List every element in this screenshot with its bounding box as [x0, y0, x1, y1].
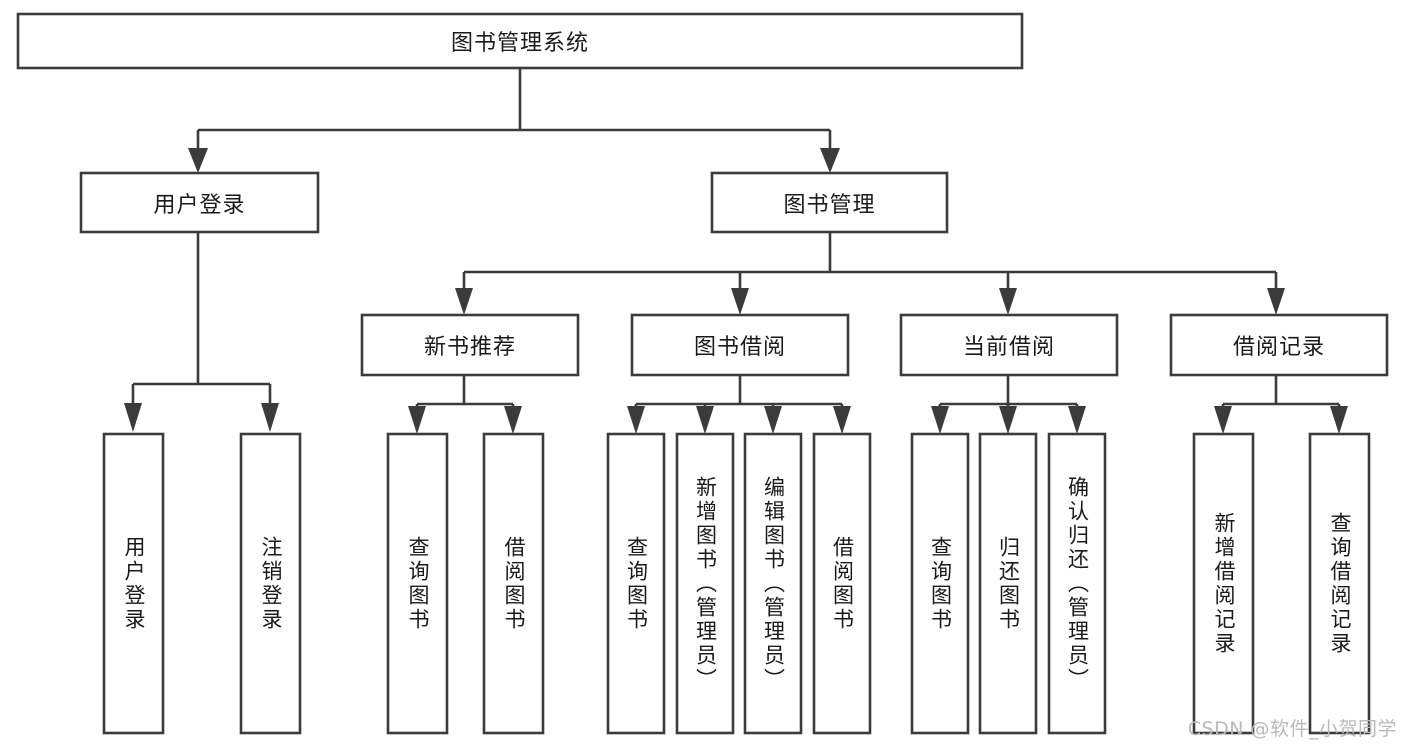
node-leaf-edit-book[interactable] [743, 432, 803, 735]
node-leaf-query-record[interactable] [1308, 432, 1371, 735]
arrowhead-leaf-borrow-book-1 [504, 406, 522, 434]
arrowhead-leaf-add-record [1214, 406, 1232, 434]
arrowhead-leaf-return-book [999, 406, 1017, 434]
arrowhead-leaf-logout [261, 403, 279, 432]
arrowhead-user-login [188, 148, 208, 173]
node-leaf-query-book-1[interactable] [386, 432, 449, 735]
node-leaf-borrow-book-1[interactable] [482, 432, 545, 735]
arrowhead-leaf-edit-book [764, 406, 782, 434]
node-book-borrow[interactable] [630, 313, 850, 377]
node-leaf-add-book[interactable] [675, 432, 735, 735]
node-borrow-record[interactable] [1169, 313, 1389, 377]
arrowhead-book-manage [820, 148, 840, 173]
node-leaf-confirm-return[interactable] [1047, 432, 1107, 735]
node-new-book-recommend[interactable] [360, 313, 580, 377]
arrowhead-leaf-query-book-1 [408, 406, 426, 434]
node-current-borrow[interactable] [899, 313, 1119, 377]
arrowhead-new-book-recommend [455, 288, 473, 315]
node-leaf-return-book[interactable] [978, 432, 1038, 735]
arrowhead-borrow-record [1267, 288, 1285, 315]
arrowhead-leaf-query-record [1330, 406, 1348, 434]
node-root[interactable] [16, 12, 1024, 70]
node-leaf-query-book-3[interactable] [910, 432, 970, 735]
arrowhead-current-borrow [999, 288, 1017, 315]
node-leaf-borrow-book-2[interactable] [812, 432, 872, 735]
node-leaf-user-login[interactable] [102, 432, 165, 735]
node-leaf-query-book-2[interactable] [606, 432, 666, 735]
node-leaf-logout[interactable] [239, 432, 302, 735]
arrowhead-leaf-query-book-2 [627, 406, 645, 434]
node-user-login[interactable] [79, 171, 320, 234]
arrowhead-leaf-borrow-book-2 [833, 406, 851, 434]
node-leaf-add-record[interactable] [1192, 432, 1255, 735]
node-book-manage[interactable] [710, 171, 949, 234]
arrowhead-leaf-query-book-3 [931, 406, 949, 434]
arrowhead-leaf-confirm-return [1068, 406, 1086, 434]
arrowhead-leaf-add-book [696, 406, 714, 434]
arrowhead-leaf-user-login [124, 403, 142, 432]
arrowhead-book-borrow [731, 288, 749, 315]
